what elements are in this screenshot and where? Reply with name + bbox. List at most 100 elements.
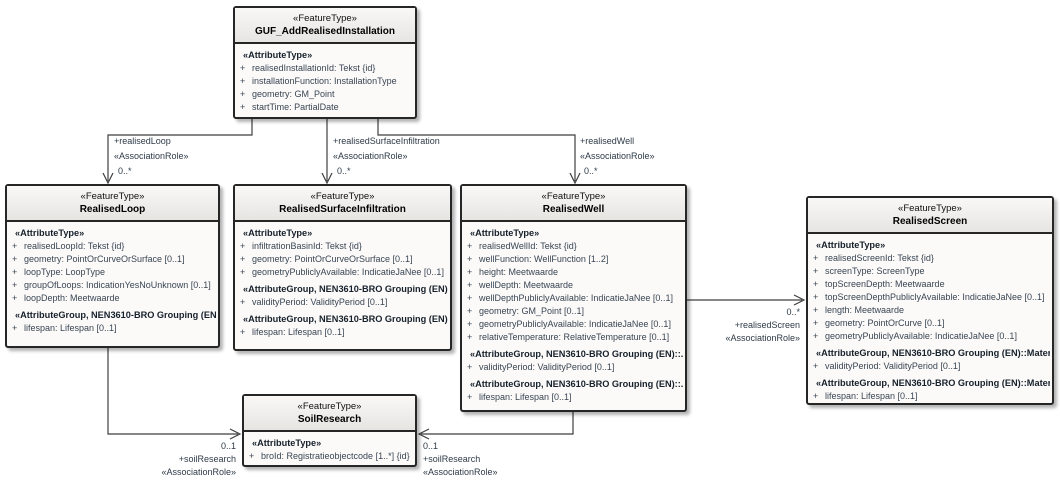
attribute-type-header: «AttributeType» <box>15 228 85 238</box>
attribute: +lifespan: Lifespan [0..1] <box>12 323 117 333</box>
stereotype-label: «FeatureType» <box>898 203 962 214</box>
attribute: +validityPeriod: ValidityPeriod [0..1] <box>240 297 388 307</box>
association-label-soilresearch-right: 0..1 +soilResearch «AssociationRole» <box>423 440 498 479</box>
class-name: RealisedScreen <box>892 216 968 227</box>
attribute: +lifespan: Lifespan [0..1] <box>813 391 918 401</box>
attribute: +topScreenDepthPubliclyAvailable: Indica… <box>813 292 1045 302</box>
association-role-stereotype: «AssociationRole» <box>423 467 498 477</box>
attribute: +lifespan: Lifespan [0..1] <box>240 327 345 337</box>
class-realisedwell[interactable]: «FeatureType» RealisedWell «AttributeTyp… <box>460 184 687 412</box>
attribute: +realisedScreenId: Tekst {id} <box>813 253 934 263</box>
role-name: +realisedLoop <box>114 136 171 146</box>
attribute: +geometryPubliclyAvailable: IndicatieJaN… <box>240 267 444 277</box>
association-role-stereotype: «AssociationRole» <box>580 151 655 161</box>
attribute: +broId: Registratieobjectcode [1..*] {id… <box>249 451 410 461</box>
attribute: +wellDepthPubliclyAvailable: IndicatieJa… <box>467 293 673 303</box>
arrowhead-right-soilresearch <box>229 428 242 440</box>
attribute: +geometryPubliclyAvailable: IndicatieJaN… <box>813 331 1017 341</box>
attribute-group-header: «AttributeGroup, NEN3610-BRO Grouping (E… <box>470 379 683 389</box>
attribute: +wellDepth: Meetwaarde <box>467 280 574 290</box>
class-soilresearch[interactable]: «FeatureType» SoilResearch «AttributeTyp… <box>242 394 417 467</box>
attribute-group-header: «AttributeGroup, NEN3610-BRO Grouping (E… <box>243 314 448 324</box>
association-label-realisedwell: +realisedWell «AssociationRole» 0..* <box>580 134 655 179</box>
connector-guf-realisedwell[interactable] <box>377 119 576 181</box>
attribute: +geometryPubliclyAvailable: IndicatieJaN… <box>467 319 671 329</box>
class-guf-addrealisedinstallation[interactable]: «FeatureType» GUF_AddRealisedInstallatio… <box>233 6 417 119</box>
association-role-stereotype: «AssociationRole» <box>725 333 800 343</box>
arrowhead-right-realisedscreen <box>793 294 806 306</box>
arrowhead-down-realisedsurfaceinfiltration <box>321 172 333 185</box>
attribute: +geometry: PointOrCurveOrSurface [0..1] <box>12 254 185 264</box>
attribute-group-header: «AttributeGroup, NEN3610-BRO Grouping (E… <box>816 378 1050 388</box>
attributes-compartment: «AttributeType» +infiltrationBasinId: Te… <box>235 222 450 341</box>
association-role-stereotype: «AssociationRole» <box>333 151 408 161</box>
attributes-compartment: «AttributeType» +realisedWellId: Tekst {… <box>462 222 685 406</box>
connector-realisedwell-soilresearch[interactable] <box>421 412 574 435</box>
class-realisedsurfaceinfiltration[interactable]: «FeatureType» RealisedSurfaceInfiltratio… <box>233 184 452 351</box>
multiplicity: 0..* <box>584 166 598 176</box>
attribute: +geometry: GM_Point [0..1] <box>467 306 585 316</box>
connector-guf-realisedloop[interactable] <box>107 119 253 181</box>
stereotype-label: «FeatureType» <box>297 401 362 412</box>
class-header: «FeatureType» SoilResearch <box>244 396 415 432</box>
attribute: +wellFunction: WellFunction [1..2] <box>467 254 609 264</box>
attribute: +installationFunction: InstallationType <box>240 76 397 86</box>
class-name: GUF_AddRealisedInstallation <box>254 26 396 37</box>
association-role-stereotype: «AssociationRole» <box>161 467 236 477</box>
attribute-group-header: «AttributeGroup, NEN3610-BRO Grouping (E… <box>15 310 216 320</box>
multiplicity: 0..* <box>118 166 132 176</box>
attribute: +topScreenDepth: Meetwaarde <box>813 279 945 289</box>
attribute: +screenType: ScreenType <box>813 266 925 276</box>
attribute-type-header: «AttributeType» <box>470 228 540 238</box>
class-header: «FeatureType» RealisedSurfaceInfiltratio… <box>235 186 450 222</box>
attribute: +realisedInstallationId: Tekst {id} <box>240 63 376 73</box>
multiplicity: 0..* <box>786 307 800 317</box>
role-name: +soilResearch <box>178 454 236 464</box>
connector-realisedloop-soilresearch[interactable] <box>107 348 238 435</box>
multiplicity: 0..1 <box>423 441 439 451</box>
attribute: +groupOfLoops: IndicationYesNoUnknown [0… <box>12 280 211 290</box>
attribute: +infiltrationBasinId: Tekst {id} <box>240 241 362 251</box>
stereotype-label: «FeatureType» <box>310 191 375 202</box>
multiplicity: 0..1 <box>220 441 236 451</box>
role-name: +soilResearch <box>423 454 481 464</box>
association-label-realisedscreen: 0..* +realisedScreen «AssociationRole» <box>688 306 800 345</box>
attributes-compartment: «AttributeType» +realisedInstallationId:… <box>235 44 415 116</box>
association-label-realisedsurfaceinfiltration: +realisedSurfaceInfiltration «Associatio… <box>333 134 440 179</box>
attribute: +loopType: LoopType <box>12 267 106 277</box>
attribute: +geometry: PointOrCurve [0..1] <box>813 318 945 328</box>
arrowhead-left-soilresearch <box>417 428 430 440</box>
attribute-type-header: «AttributeType» <box>243 50 313 60</box>
stereotype-label: «FeatureType» <box>293 13 357 24</box>
attributes-compartment: «AttributeType» +broId: Registratieobjec… <box>244 432 415 465</box>
class-realisedloop[interactable]: «FeatureType» RealisedLoop «AttributeTyp… <box>5 184 220 348</box>
attributes-compartment: «AttributeType» +realisedScreenId: Tekst… <box>808 234 1052 405</box>
role-name: +realisedSurfaceInfiltration <box>333 136 440 146</box>
attribute: +startTime: PartialDate <box>240 102 339 112</box>
association-label-realisedloop: +realisedLoop «AssociationRole» 0..* <box>114 134 189 179</box>
multiplicity: 0..* <box>337 166 351 176</box>
class-name: SoilResearch <box>297 414 362 425</box>
attribute: +geometry: PointOrCurveOrSurface [0..1] <box>240 254 413 264</box>
attribute-type-header: «AttributeType» <box>252 438 322 448</box>
attribute: +validityPeriod: ValidityPeriod [0..1] <box>467 362 615 372</box>
class-name: RealisedSurfaceInfiltration <box>279 204 406 215</box>
attribute: +validityPeriod: ValidityPeriod [0..1] <box>813 361 961 371</box>
class-header: «FeatureType» GUF_AddRealisedInstallatio… <box>235 8 415 44</box>
class-header: «FeatureType» RealisedLoop <box>7 186 218 222</box>
attribute: +geometry: GM_Point <box>240 89 335 99</box>
attribute: +realisedLoopId: Tekst {id} <box>12 241 125 251</box>
association-role-stereotype: «AssociationRole» <box>114 151 189 161</box>
attribute-group-header: «AttributeGroup, NEN3610-BRO Grouping (E… <box>816 348 1050 358</box>
class-realisedscreen[interactable]: «FeatureType» RealisedScreen «AttributeT… <box>806 196 1054 405</box>
attribute-type-header: «AttributeType» <box>243 228 313 238</box>
role-name: +realisedScreen <box>734 320 800 330</box>
attribute-type-header: «AttributeType» <box>816 240 886 250</box>
attribute: +length: Meetwaarde <box>813 305 905 315</box>
stereotype-label: «FeatureType» <box>80 191 145 202</box>
attribute: +relativeTemperature: RelativeTemperatur… <box>467 332 670 342</box>
role-name: +realisedWell <box>580 136 635 146</box>
class-name: RealisedLoop <box>79 204 146 215</box>
